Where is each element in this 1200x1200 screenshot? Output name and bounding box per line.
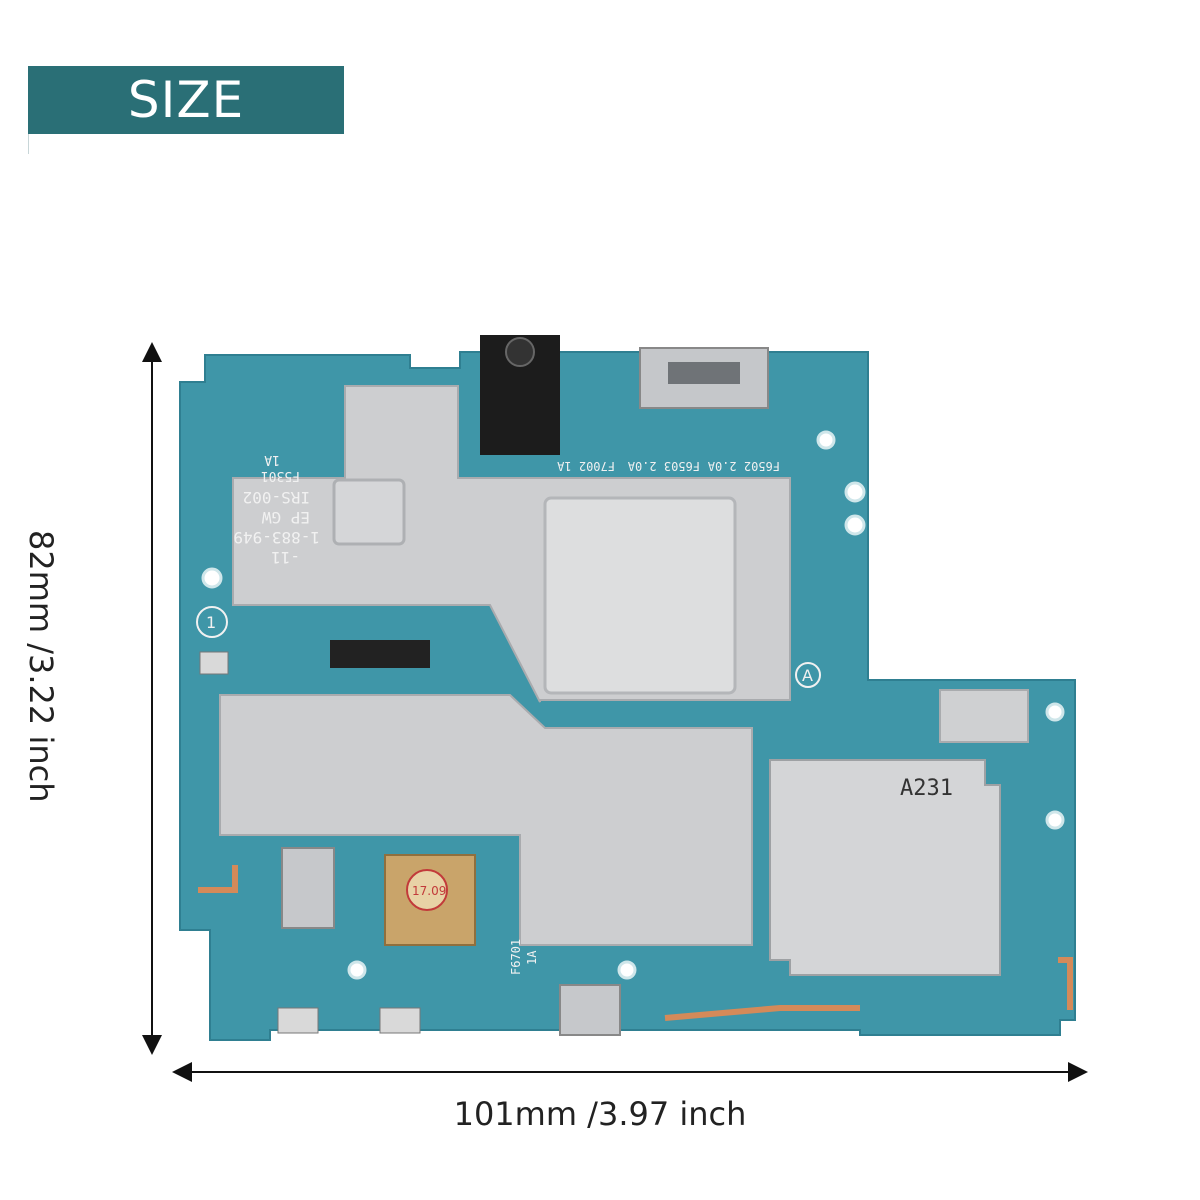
copper-trace	[664, 1005, 860, 1021]
width-dimension-label: 101mm /3.97 inch	[453, 1095, 747, 1133]
size-banner: SIZE	[28, 66, 344, 134]
silk-region: EP GW	[261, 508, 310, 527]
size-banner-label: SIZE	[127, 71, 245, 129]
copper-trace	[198, 865, 238, 893]
height-dimension-label: 82mm /3.22 inch	[22, 530, 60, 803]
silk-f5301: F5301	[261, 468, 300, 483]
mount-hole	[816, 430, 836, 450]
silk-revision: -11	[271, 548, 300, 567]
small-shield	[939, 689, 1029, 743]
tactile-button-left	[277, 1007, 319, 1034]
mark-1-label: 1	[206, 613, 216, 632]
mount-hole	[1045, 702, 1065, 722]
side-connector	[281, 847, 335, 929]
shield-dimple	[332, 478, 406, 546]
card-slot	[769, 759, 1001, 976]
silk-1a-b: 1A	[525, 950, 539, 965]
tactile-button-side	[199, 651, 229, 675]
mount-hole	[201, 567, 223, 589]
card-slot-code: A231	[900, 776, 953, 801]
mount-hole	[844, 514, 866, 536]
silk-f6503: F6503 2.0A	[627, 459, 700, 473]
silk-f7002: F7002 1A	[556, 459, 615, 473]
module-mark: 17.09	[412, 884, 446, 898]
silk-1a-a: 1A	[264, 452, 280, 467]
silk-f6502: F6502 2.0A	[707, 459, 780, 473]
tactile-button-right	[379, 1007, 421, 1034]
silk-part-number: 1-883-949	[233, 528, 320, 547]
module-label	[406, 869, 448, 911]
board-to-board-connector	[330, 640, 430, 668]
copper-trace	[1058, 957, 1073, 1010]
banner-guide-line	[28, 134, 29, 154]
mark-a-label: A	[802, 666, 813, 685]
mount-hole	[617, 960, 637, 980]
audio-jack-hole	[505, 337, 535, 367]
bottom-connector	[559, 984, 621, 1036]
top-connector-slot	[668, 362, 740, 384]
mount-hole	[1045, 810, 1065, 830]
mark-1	[196, 606, 228, 638]
silk-f6701: F6701	[509, 939, 523, 975]
mount-hole	[347, 960, 367, 980]
mount-hole	[844, 481, 866, 503]
mark-a	[795, 662, 821, 688]
lower-shield	[219, 694, 753, 946]
processor-cap	[543, 496, 737, 695]
silk-model: IRS-002	[243, 488, 310, 507]
